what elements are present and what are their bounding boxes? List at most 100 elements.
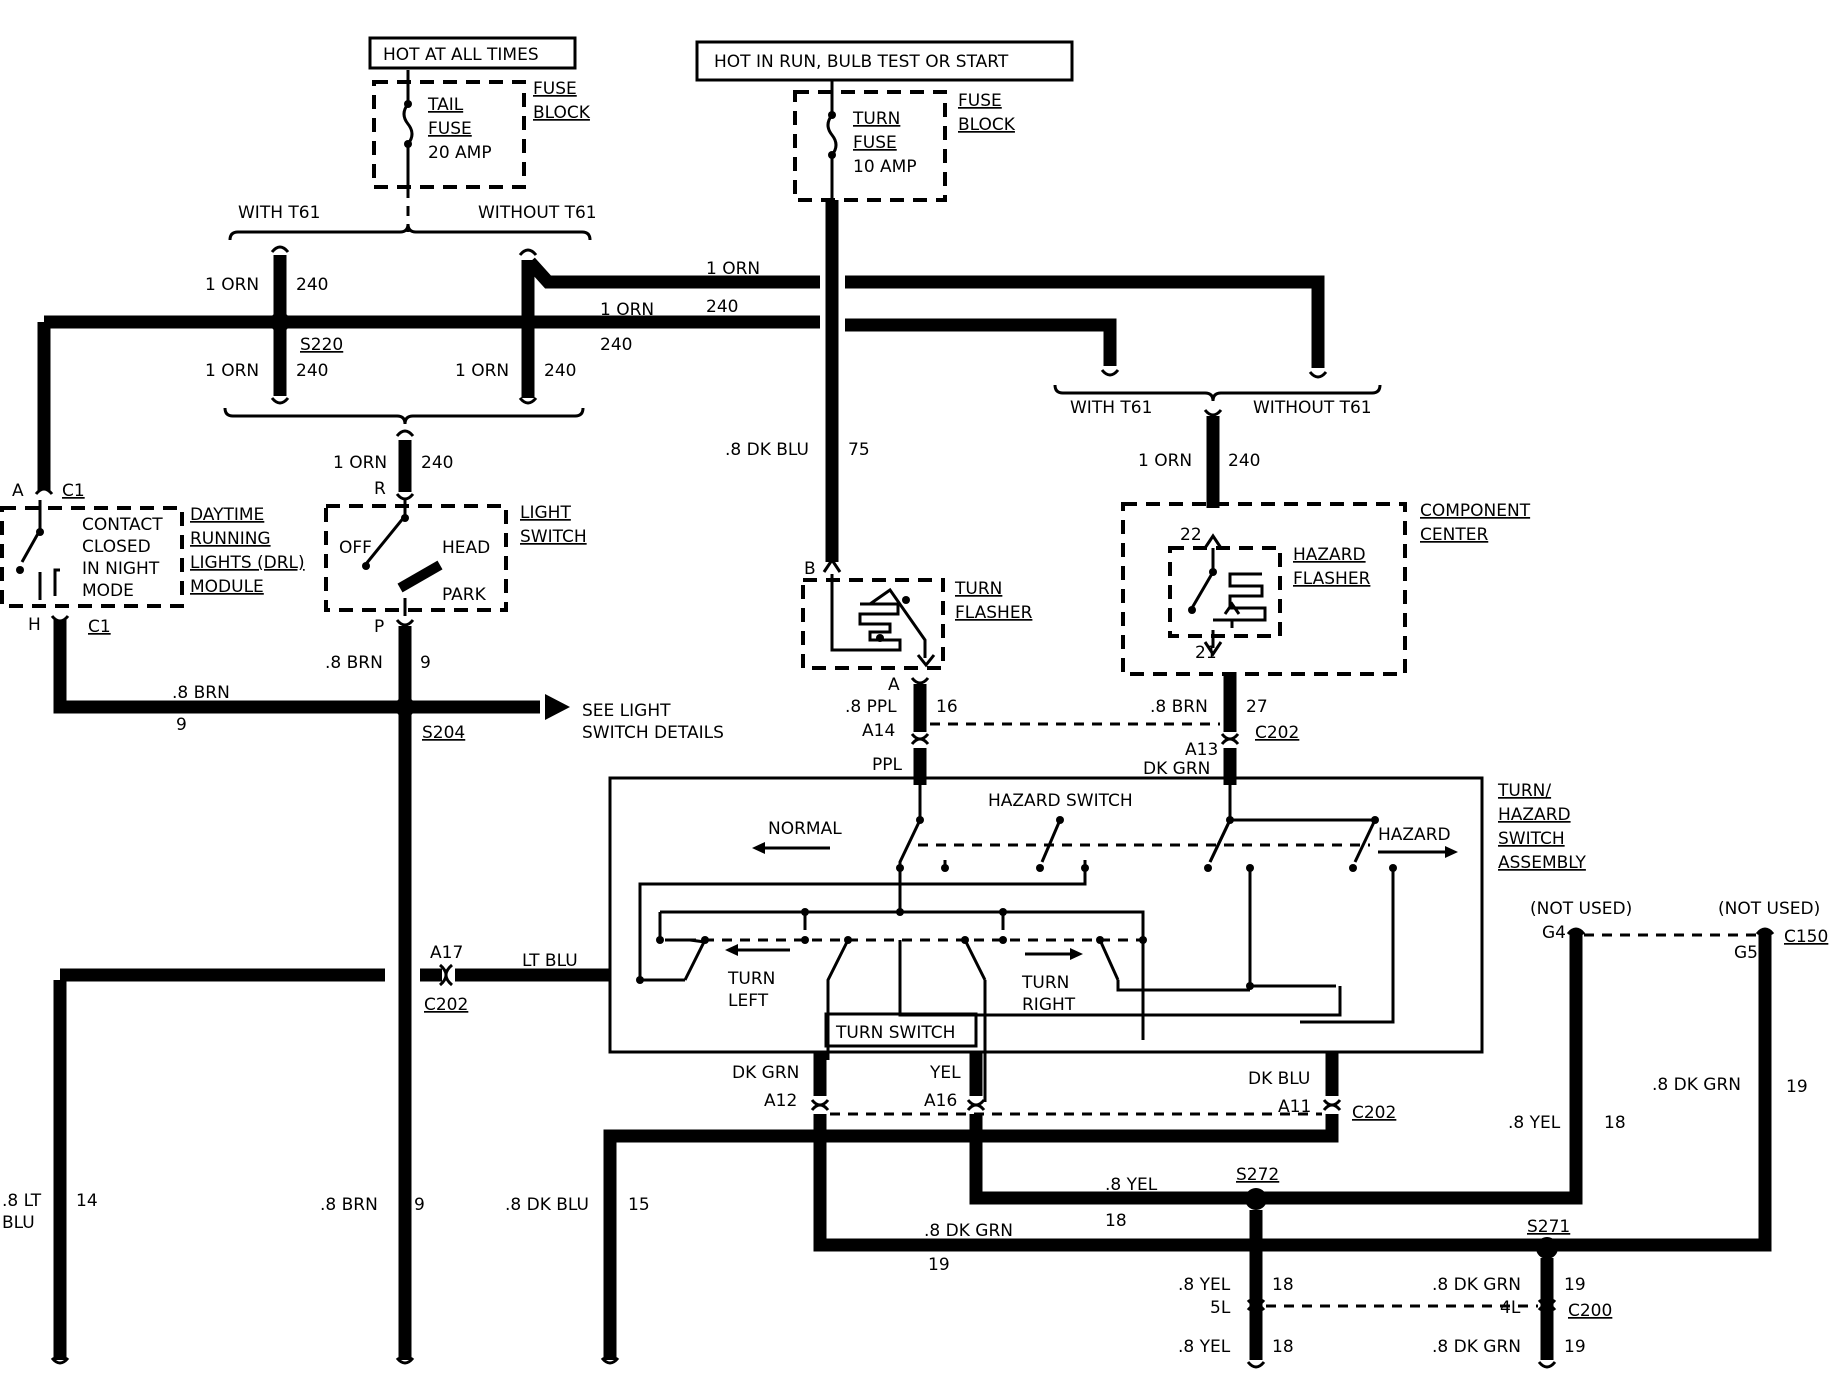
fuse-block-label-1b: BLOCK [533,103,591,123]
label-wires-dk-grn-label: .8 DK GRN [1432,1337,1521,1357]
label-wires-dk-grn-label: .8 DK GRN [1652,1075,1741,1095]
label-wires-c75: 75 [848,440,870,460]
label-wires-dk-blu: DK BLU [1248,1069,1310,1089]
label-connectors-a17: A17 [430,943,463,963]
label-wires-c16: 16 [936,697,958,717]
label-wires-dk-grn-label: .8 DK GRN [1432,1275,1521,1295]
label-wires-brn-label: .8 BRN [172,683,230,703]
label-connectors-c202: C202 [1255,723,1299,743]
label-wires-yel-label: .8 YEL [1178,1337,1231,1357]
turn-fuse-l1: TURN [852,109,900,129]
label-turn-flasher-0: TURN [954,579,1002,599]
label-wires-c240: 240 [421,453,453,473]
label-wires-lt-blu-14-a: .8 LT [2,1191,42,1211]
label-splices-s204: S204 [422,723,465,743]
label-connectors-h: H [28,615,41,635]
label-connectors-pin4l: 4L [1500,1298,1521,1318]
label-wires-ppl: PPL [872,755,903,775]
fuse-block-label-2b: BLOCK [958,115,1016,135]
label-wires-c9: 9 [176,715,187,735]
label-wires-brn-label: .8 BRN [325,653,383,673]
label-drl-contact-0: CONTACT [82,515,163,535]
hazard-flasher-box [1168,546,1282,638]
label-wires-c240: 240 [296,275,328,295]
label-assembly-title-3: ASSEMBLY [1498,853,1586,873]
label-splices-s272: S272 [1236,1165,1279,1185]
label-wires-c18: 18 [1272,1337,1294,1357]
label-connectors-pin22: 22 [1180,525,1202,545]
label-light-switch-park: PARK [442,585,487,605]
label-connectors-c1: C1 [62,481,85,501]
light-switch-box [324,504,508,612]
label-wires-c19: 19 [1786,1077,1808,1097]
label-wires-dk-grn: DK GRN [1143,759,1210,779]
label-connectors-a13: A13 [1185,740,1218,760]
label-drl-module-3: MODULE [190,577,264,597]
label-connectors-c150: C150 [1784,927,1828,947]
label-splices-s271: S271 [1527,1217,1570,1237]
label-assembly-turn-right-1: RIGHT [1022,995,1076,1015]
label-wires-brn-label: .8 BRN [320,1195,378,1215]
label-connectors-r: R [374,479,386,499]
tail-fuse-l3: 20 AMP [428,143,492,163]
label-assembly-title-2: SWITCH [1498,829,1565,849]
label-wires-c15: 15 [628,1195,650,1215]
label-wires-lt-blu: LT BLU [522,951,578,971]
turn-fuse-element [826,80,838,200]
drl-module-box [0,506,184,608]
without-t61-label-1: WITHOUT T61 [478,203,597,223]
label-connectors-a11: A11 [1278,1097,1311,1117]
label-wires-dk-grn: DK GRN [732,1063,799,1083]
label-connectors-b: B [804,559,816,579]
label-wires-c18: 18 [1604,1113,1626,1133]
turn-hazard-switch-assembly [608,776,1484,1054]
label-connectors-g5: G5 [1734,943,1758,963]
label-wires-c19: 19 [1564,1337,1586,1357]
label-assembly-title-1: HAZARD [1498,805,1571,825]
label-wires-c240: 240 [706,297,738,317]
see-light-switch-l2: SWITCH DETAILS [582,723,724,743]
label-wires-c18: 18 [1105,1211,1127,1231]
label-component-center-1: CENTER [1420,525,1488,545]
label-wires-c240: 240 [544,361,576,381]
label-connectors-pin21: 21 [1195,643,1217,663]
label-connectors-a12: A12 [764,1091,797,1111]
label-connectors-a16: A16 [924,1091,957,1111]
label-wires-c240: 240 [296,361,328,381]
label-wires-c9: 9 [414,1195,425,1215]
label-connectors-p: P [374,617,384,637]
label-component-center-0: COMPONENT [1420,501,1531,521]
label-wires-c9: 9 [420,653,431,673]
turn-switch-label-box [824,1012,978,1048]
see-light-switch-l1: SEE LIGHT [582,701,671,721]
turn-fuse-l2: FUSE [853,133,897,153]
hot-in-run-box [695,40,1074,82]
hazard-label: HAZARD [1378,825,1451,845]
splice-s220-label: S220 [300,335,343,355]
splice-s271 [1536,1237,1558,1259]
label-connectors-g4: G4 [1542,923,1566,943]
label-connectors-pin5l: 5L [1210,1298,1231,1318]
label-drl-contact-1: CLOSED [82,537,151,557]
turn-fuse-l3: 10 AMP [853,157,917,177]
label-assembly-title-0: TURN/ [1497,781,1551,801]
label-drl-module-1: RUNNING [190,529,271,549]
label-drl-module-2: LIGHTS (DRL) [190,553,305,573]
top-option-bracket [228,223,592,241]
label-wires-c240: 240 [600,335,632,355]
tail-fuse-l2: FUSE [428,119,472,139]
tail-fuse-block [372,80,526,189]
label-connectors-c202: C202 [424,995,468,1015]
tail-fuse-l1: TAIL [427,95,464,115]
label-wires-brn-label: .8 BRN [1150,697,1208,717]
label-wires-c19: 19 [928,1255,950,1275]
label-assembly-turn-left-0: TURN [727,969,775,989]
splice-s204 [395,697,415,717]
label-connectors-a14: A14 [862,721,895,741]
label-connectors-c202: C202 [1352,1103,1396,1123]
label-connectors-a: A [888,675,900,695]
label-wires-c27: 27 [1246,697,1268,717]
label-assembly-turn-left-1: LEFT [728,991,769,1011]
label-wires-ppl-label: .8 PPL [845,697,897,717]
